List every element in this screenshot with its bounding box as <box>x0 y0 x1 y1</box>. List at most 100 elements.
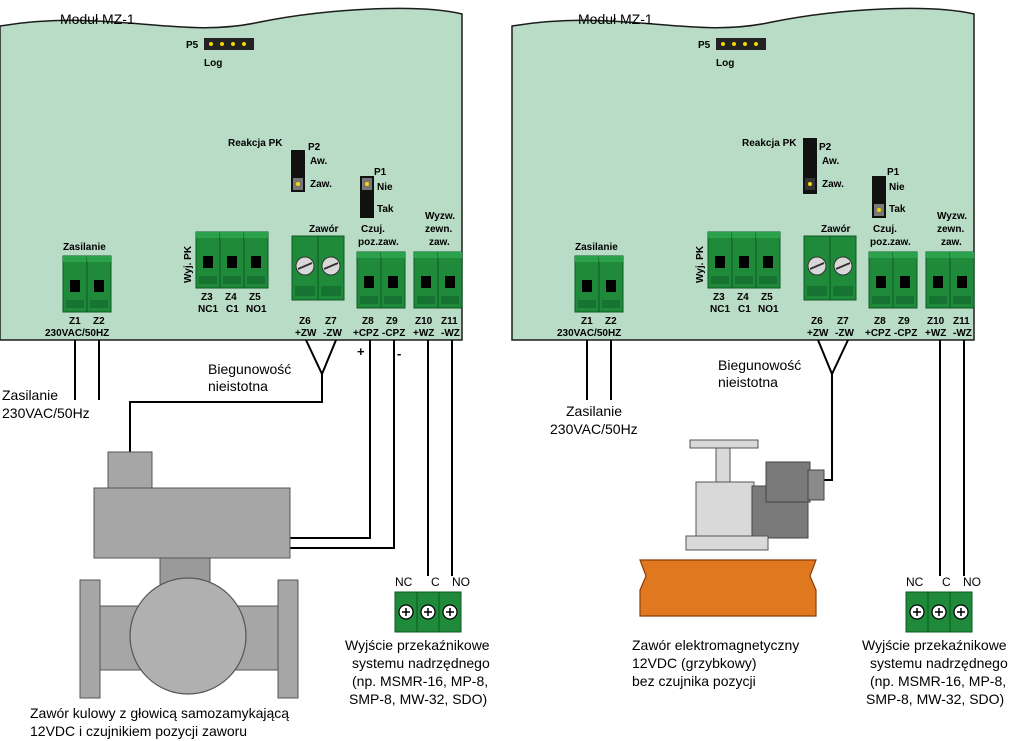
left-z7-label: Z7 <box>325 316 337 327</box>
left-wiring <box>74 339 453 576</box>
left-p1-opt1: Nie <box>377 182 393 193</box>
right-zawor-label: Zawór <box>821 224 851 235</box>
right-terminal-z6 <box>803 235 831 301</box>
left-z8b-label: +CPZ <box>353 328 379 339</box>
right-czuj-label-1: Czuj. <box>873 224 897 235</box>
left-z11-label: Z11 <box>441 316 458 327</box>
right-p1-opt1: Nie <box>889 182 905 193</box>
left-p2-opt1: Aw. <box>310 156 327 167</box>
right-p2-opt1: Aw. <box>822 156 839 167</box>
right-relay-terminal <box>905 591 973 633</box>
left-p5-sub: Log <box>204 58 222 69</box>
left-board <box>0 7 463 341</box>
left-relay-c: C <box>431 575 440 589</box>
left-p2-caption: Reakcja PK <box>228 138 283 149</box>
right-p2-jumper: Reakcja PK P2 Aw. Zaw. <box>742 138 844 194</box>
left-minus-sign: - <box>397 346 401 361</box>
right-z1-label: Z1 <box>581 316 593 327</box>
right-z10b-label: +WZ <box>925 328 946 339</box>
right-valve-caption-1: Zawór elektromagnetyczny <box>632 637 799 653</box>
left-terminal-z9 <box>380 251 406 309</box>
right-z9b-label: -CPZ <box>894 328 917 339</box>
left-terminal-z10 <box>413 251 439 309</box>
right-z4b-label: C1 <box>738 304 751 315</box>
right-z3b-label: NC1 <box>710 304 730 315</box>
right-relay-c: C <box>942 575 951 589</box>
left-wyzw-label-2: zewn. <box>425 224 452 235</box>
left-supply-1: Zasilanie <box>2 387 58 403</box>
right-p5-sub: Log <box>716 58 734 69</box>
left-relay-out-3: (np. MSMR-16, MP-8, <box>352 673 488 689</box>
right-terminal-z4 <box>731 231 757 289</box>
left-relay-nc: NC <box>395 575 413 589</box>
right-power-rating: 230VAC/50HZ <box>557 328 621 339</box>
left-wyjpk-label: Wyj. PK <box>183 245 194 283</box>
right-z4-label: Z4 <box>737 292 749 303</box>
left-z4b-label: C1 <box>226 304 239 315</box>
right-z5-label: Z5 <box>761 292 773 303</box>
left-z7b-label: -ZW <box>323 328 342 339</box>
right-module-title: Moduł MZ-1 <box>578 11 653 27</box>
left-p2-opt2: Zaw. <box>310 179 332 190</box>
right-solenoid-valve-illustration <box>639 439 825 617</box>
left-p2-label: P2 <box>308 142 321 153</box>
left-valve-caption-2: 12VDC i czujnikiem pozycji zaworu <box>30 723 247 739</box>
left-p1-jumper: P1 Nie Tak <box>360 167 394 218</box>
right-z11-label: Z11 <box>953 316 970 327</box>
left-czuj-label-1: Czuj. <box>361 224 385 235</box>
left-z2-label: Z2 <box>93 316 105 327</box>
right-valve-caption-3: bez czujnika pozycji <box>632 673 756 689</box>
right-relay-out-2: systemu nadrzędnego <box>870 655 1008 671</box>
right-relay-out-4: SMP-8, MW-32, SDO) <box>866 691 1004 707</box>
left-polarity-1: Biegunowość <box>208 361 291 377</box>
right-polarity-1: Biegunowość <box>718 357 801 373</box>
right-terminal-z9 <box>892 251 918 309</box>
left-zasilanie-label: Zasilanie <box>63 242 106 253</box>
right-terminal-z3 <box>707 231 733 289</box>
left-terminal-z7 <box>317 235 345 301</box>
left-wyzw-label-3: zaw. <box>429 237 450 248</box>
left-z4-label: Z4 <box>225 292 237 303</box>
right-p5-header: P5 Log <box>698 38 766 69</box>
right-wyjpk-label: Wyj. PK <box>695 245 706 283</box>
right-p1-jumper: P1 Nie Tak <box>872 167 906 218</box>
right-p1-opt2: Tak <box>889 204 906 215</box>
right-z7b-label: -ZW <box>835 328 854 339</box>
left-power-rating: 230VAC/50HZ <box>45 328 109 339</box>
left-relay-out-2: systemu nadrzędnego <box>352 655 490 671</box>
left-czuj-label-2: poz.zaw. <box>358 237 399 248</box>
left-z5b-label: NO1 <box>246 304 267 315</box>
right-z6-label: Z6 <box>811 316 823 327</box>
left-valve-caption-1: Zawór kulowy z głowicą samozamykającą <box>30 705 289 721</box>
right-module: Moduł MZ-1 P5 Log Reakcja PK P2 Aw. Zaw.… <box>511 7 975 341</box>
right-p2-caption: Reakcja PK <box>742 138 797 149</box>
right-wyzw-label-1: Wyzw. <box>937 211 967 222</box>
left-relay-terminal <box>394 591 462 633</box>
left-terminal-z11 <box>437 251 463 309</box>
right-terminal-z11 <box>949 251 975 309</box>
right-relay-out-3: (np. MSMR-16, MP-8, <box>870 673 1006 689</box>
right-terminal-z7 <box>829 235 857 301</box>
left-wyzw-label-1: Wyzw. <box>425 211 455 222</box>
right-z7-label: Z7 <box>837 316 849 327</box>
left-z10-label: Z10 <box>415 316 433 327</box>
right-z8-label: Z8 <box>874 316 886 327</box>
right-wyzw-label-2: zewn. <box>937 224 964 235</box>
right-p2-label: P2 <box>819 142 832 153</box>
left-plus-sign: + <box>357 344 365 359</box>
left-z5-label: Z5 <box>249 292 261 303</box>
left-z6b-label: +ZW <box>295 328 317 339</box>
left-terminal-z2 <box>86 255 112 313</box>
right-p2-opt2: Zaw. <box>822 179 844 190</box>
right-p5-label: P5 <box>698 40 711 51</box>
right-relay-out-1: Wyjście przekaźnikowe <box>862 637 1007 653</box>
right-relay-no: NO <box>963 575 981 589</box>
left-z3-label: Z3 <box>201 292 213 303</box>
left-p2-jumper: Reakcja PK P2 Aw. Zaw. <box>228 138 332 192</box>
left-relay-no: NO <box>452 575 470 589</box>
left-p5-header: P5 Log <box>186 38 254 69</box>
right-board <box>511 7 975 341</box>
left-ball-valve-illustration <box>79 451 299 699</box>
left-z9-label: Z9 <box>386 316 398 327</box>
